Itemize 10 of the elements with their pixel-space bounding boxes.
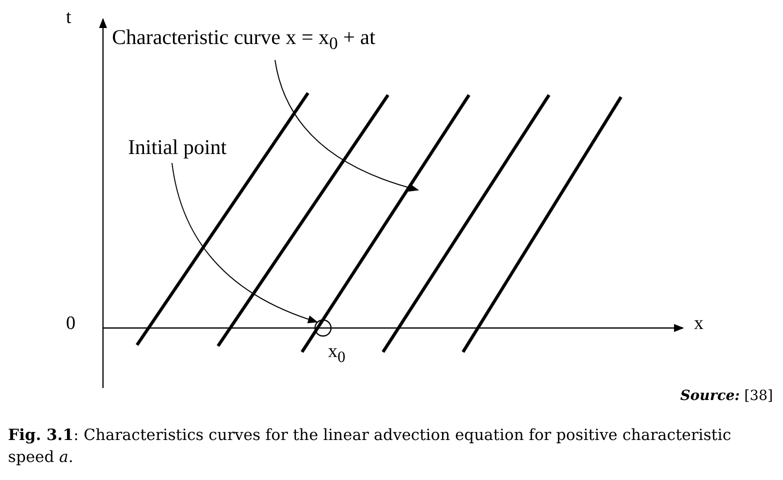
callout-text: Characteristic curve x = x$_{0}$ + at — [112, 26, 376, 54]
point-label: x$_{0}$ — [328, 342, 346, 366]
leader-arrow — [172, 162, 318, 323]
axis-label: t — [66, 8, 72, 29]
leader-arrow — [274, 60, 419, 192]
axis-label: x — [694, 314, 704, 335]
axis-label: 0 — [66, 314, 76, 335]
source-note: Source: [38] — [680, 388, 773, 404]
figure-caption: Fig. 3.1: Characteristics curves for the linear advection equation for positive characteristic speed a. — [8, 424, 732, 468]
callout-text: Initial point — [128, 136, 227, 160]
